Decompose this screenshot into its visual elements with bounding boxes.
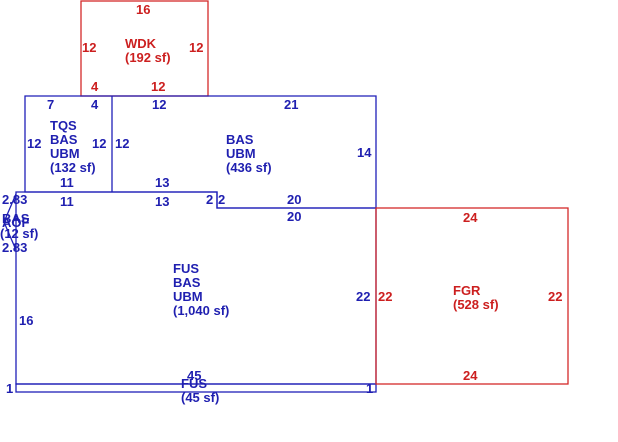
- tqs-size: (132 sf): [50, 160, 96, 175]
- fgr-label: FGR: [453, 283, 481, 298]
- tqs-label-1: TQS: [50, 118, 77, 133]
- dim-step-bottom: 20: [287, 209, 301, 224]
- dim-tqs-bottom: 11: [60, 175, 74, 190]
- fus-label-1: FUS: [173, 261, 199, 276]
- dim-tqs-top-left: 7: [47, 97, 54, 112]
- fus-strip-outline: [15, 383, 377, 393]
- upper-size: (436 sf): [226, 160, 272, 175]
- dim-upper-top-left: 12: [152, 97, 166, 112]
- dim-step-top: 20: [287, 192, 301, 207]
- dim-upper-bottom: 13: [155, 175, 169, 190]
- dim-step-a: 2: [206, 192, 213, 207]
- dim-main-right: 22: [356, 289, 370, 304]
- upper-label-1: BAS: [226, 132, 254, 147]
- dim-fgr-top: 24: [463, 210, 478, 225]
- dim-notch-top: 2.83: [2, 192, 27, 207]
- fus-size: (1,040 sf): [173, 303, 229, 318]
- fus-strip-dim: 45: [187, 368, 201, 383]
- dim-step-b: 2: [218, 192, 225, 207]
- fgr-outline: [375, 207, 569, 385]
- dim-wdk-left: 12: [82, 40, 96, 55]
- dim-notch-bottom: 2.83: [2, 240, 27, 255]
- fus-strip-label: FUS: [181, 376, 207, 391]
- fus-strip-size: (45 sf): [181, 390, 219, 405]
- dim-tqs-bottom-outer: 11: [60, 194, 74, 209]
- dim-tqs-left: 12: [27, 136, 41, 151]
- bas-small-label-2: AOF: [2, 215, 30, 230]
- dim-upper-right: 14: [357, 145, 372, 160]
- dim-fgr-right: 22: [548, 289, 562, 304]
- upper-label-2: UBM: [226, 146, 256, 161]
- bas-small-size: (12 sf): [0, 226, 38, 241]
- dim-upper-bottom-outer: 13: [155, 194, 169, 209]
- dim-strip-left: 1: [6, 381, 13, 396]
- tqs-label-2: BAS: [50, 132, 78, 147]
- dim-fgr-left: 22: [378, 289, 392, 304]
- dim-wdk-bottom-left: 4: [91, 79, 99, 94]
- fgr-size: (528 sf): [453, 297, 499, 312]
- dim-tqs-right: 12: [92, 136, 106, 151]
- tqs-label-3: UBM: [50, 146, 80, 161]
- dim-upper-left: 12: [115, 136, 129, 151]
- wdk-label: WDK: [125, 36, 157, 51]
- notch-outline: [3, 193, 17, 251]
- bas-small-label-1: BAS: [2, 211, 30, 226]
- dim-main-left: 16: [19, 313, 33, 328]
- wdk-size: (192 sf): [125, 50, 171, 65]
- dim-tqs-top-right: 4: [91, 97, 99, 112]
- dim-upper-top-right: 21: [284, 97, 298, 112]
- dim-wdk-bottom: 12: [151, 79, 165, 94]
- dim-fgr-bottom: 24: [463, 368, 478, 383]
- dim-strip-right: 1: [366, 381, 373, 396]
- dim-wdk-top: 16: [136, 2, 150, 17]
- dim-wdk-right: 12: [189, 40, 203, 55]
- fus-label-2: BAS: [173, 275, 201, 290]
- fus-label-3: UBM: [173, 289, 203, 304]
